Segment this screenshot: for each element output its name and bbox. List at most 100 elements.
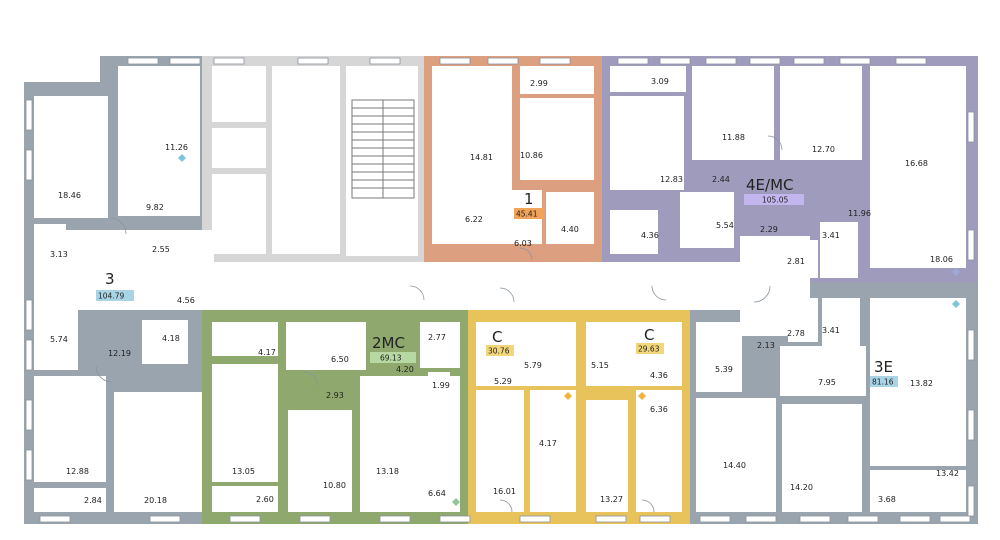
room-area: 12.88 — [66, 467, 89, 476]
window — [967, 409, 975, 441]
window — [847, 515, 879, 523]
unit-area: 45.41 — [516, 210, 538, 219]
window — [967, 485, 975, 517]
room-area: 10.80 — [323, 481, 346, 490]
room-area: 2.13 — [757, 341, 775, 350]
area-badge — [370, 352, 416, 363]
room-area: 3.41 — [822, 231, 840, 240]
unit-label: 3 — [105, 270, 115, 288]
room-area: 3.41 — [822, 326, 840, 335]
window — [297, 57, 329, 65]
window — [229, 515, 261, 523]
room-area: 2.93 — [326, 391, 344, 400]
unit-area: 69.13 — [380, 354, 402, 363]
area-badge — [744, 194, 804, 205]
room-area: 5.54 — [716, 221, 734, 230]
window — [799, 515, 831, 523]
room-area: 6.03 — [514, 239, 532, 248]
window — [25, 149, 33, 181]
window — [659, 57, 691, 65]
unit-labels: 3 104.79 1 45.41 4E/MC 105.05 2MC 69.13 … — [96, 176, 898, 387]
area-badge — [636, 343, 664, 354]
room-area: 16.01 — [493, 487, 516, 496]
window — [299, 515, 331, 523]
room-area: 2.77 — [428, 333, 446, 342]
window — [369, 57, 401, 65]
window — [25, 399, 33, 431]
room-area: 12.83 — [660, 175, 683, 184]
window — [439, 515, 471, 523]
window — [639, 515, 671, 523]
room-area: 2.44 — [712, 175, 730, 184]
area-badge — [514, 208, 544, 219]
unit-c-left: C 30.76 — [486, 328, 514, 356]
room-area: 2.81 — [787, 257, 805, 266]
window — [539, 57, 571, 65]
unit-3: 3 104.79 — [96, 270, 134, 301]
room-area: 11.88 — [722, 133, 745, 142]
room-area: 14.40 — [723, 461, 746, 470]
window — [25, 449, 33, 481]
unit-area: 105.05 — [762, 196, 788, 205]
room-area: 1.99 — [432, 381, 450, 390]
room-area: 16.68 — [905, 159, 928, 168]
window — [967, 111, 975, 143]
room-area: 12.70 — [812, 145, 835, 154]
room-area: 11.26 — [165, 143, 188, 152]
window — [439, 57, 471, 65]
room-area: 13.05 — [232, 467, 255, 476]
window — [967, 229, 975, 261]
room-area: 4.20 — [396, 365, 414, 374]
room-area: 4.36 — [650, 371, 668, 380]
riser-marker-icon — [952, 300, 960, 308]
unit-label: 4E/MC — [746, 176, 794, 194]
room-area: 13.82 — [910, 379, 933, 388]
unit-label: 1 — [524, 190, 534, 208]
window — [895, 57, 927, 65]
room-area: 9.82 — [146, 203, 164, 212]
room-area: 5.29 — [494, 377, 512, 386]
room-area: 4.17 — [539, 439, 557, 448]
room-area: 14.81 — [470, 153, 493, 162]
unit-area: 29.63 — [638, 345, 660, 354]
room-area: 4.36 — [641, 231, 659, 240]
room-area: 12.19 — [108, 349, 131, 358]
room-area: 5.74 — [50, 335, 68, 344]
window — [169, 57, 201, 65]
unit-area: 81.16 — [872, 378, 894, 387]
room-area: 13.42 — [936, 469, 959, 478]
unit-2mc: 2MC 69.13 — [370, 334, 416, 363]
room-area: 4.40 — [561, 225, 579, 234]
window — [379, 515, 411, 523]
room-area: 2.60 — [256, 495, 274, 504]
riser-marker-icon — [452, 498, 460, 506]
unit-3e: 3E 81.16 — [870, 358, 898, 387]
unit-area: 104.79 — [98, 292, 124, 301]
room-area: 2.78 — [787, 329, 805, 338]
window — [25, 299, 33, 331]
room-area: 3.09 — [651, 77, 669, 86]
unit-1: 1 45.41 — [514, 190, 544, 219]
room-labels: 18.46 11.26 9.82 3.13 2.55 4.56 5.74 4.1… — [50, 77, 959, 505]
window — [705, 57, 737, 65]
room-area: 5.15 — [591, 361, 609, 370]
window — [699, 515, 731, 523]
room-area: 6.36 — [650, 405, 668, 414]
riser-marker-icon — [178, 154, 186, 162]
room-area: 4.18 — [162, 334, 180, 343]
room-area: 4.17 — [258, 348, 276, 357]
area-badge — [486, 345, 514, 356]
window — [749, 57, 781, 65]
room-area: 13.18 — [376, 467, 399, 476]
unit-label: 3E — [874, 358, 893, 376]
windows — [25, 57, 975, 523]
window — [899, 515, 931, 523]
room-area: 20.18 — [144, 496, 167, 505]
unit-label: C — [492, 328, 502, 346]
window — [487, 57, 519, 65]
window — [127, 57, 159, 65]
window — [745, 515, 777, 523]
riser-marker-icon — [564, 392, 572, 400]
room-area: 3.68 — [878, 495, 896, 504]
